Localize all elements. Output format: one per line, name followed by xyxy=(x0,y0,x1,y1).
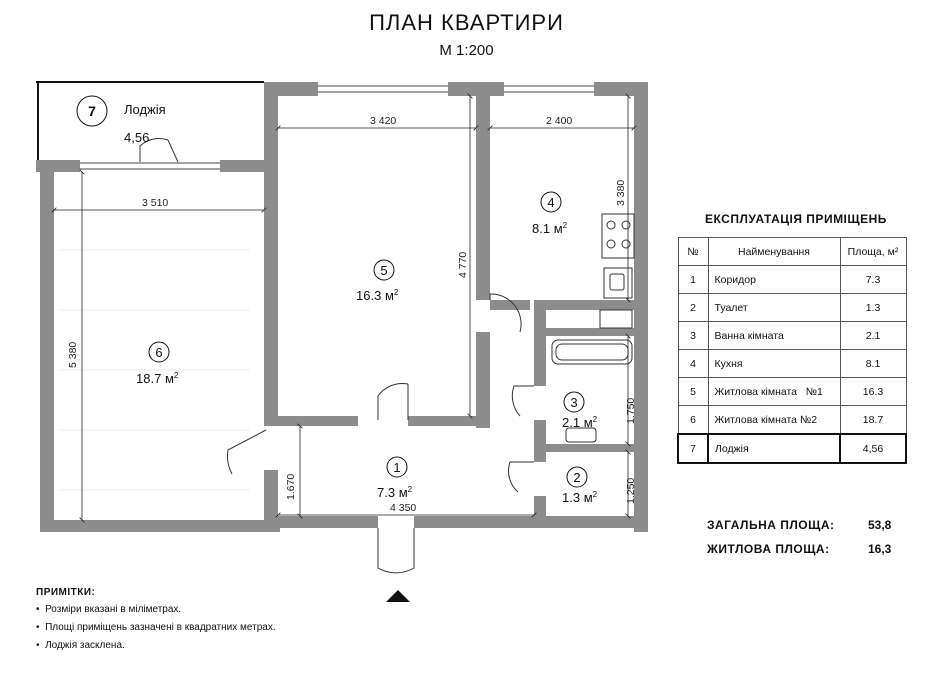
svg-text:18.7 м2: 18.7 м2 xyxy=(136,371,179,386)
room-7-number: 7 xyxy=(88,103,96,119)
dim-room4-depth: 3 380 xyxy=(615,180,627,206)
dimension-labels: 3 420 2 400 3 510 4 350 4 770 3 380 5 38… xyxy=(67,115,637,514)
room-5-marker xyxy=(373,259,395,281)
room-1-number: 1 xyxy=(393,460,400,475)
floor-hatch xyxy=(60,249,250,491)
total-area-label: ЗАГАЛЬНА ПЛОЩА: xyxy=(707,518,835,532)
living-area-value: 16,3 xyxy=(868,542,892,556)
room-3-number: 3 xyxy=(570,395,577,410)
living-area-label: ЖИТЛОВА ПЛОЩА: xyxy=(707,542,830,556)
dim-bath-depth: 1.750 xyxy=(625,398,637,424)
room-7-marker xyxy=(76,95,108,127)
room-4-number: 4 xyxy=(547,195,554,210)
room-numbers: 7 5 4 6 3 1 2 xyxy=(88,103,581,485)
note-item: • Розміри вказані в міліметрах. xyxy=(36,604,182,615)
room-6-number: 6 xyxy=(155,345,162,360)
doors xyxy=(139,138,534,574)
notes-title: ПРИМІТКИ: xyxy=(36,587,96,598)
note-item: • Площі приміщень зазначені в квадратних… xyxy=(36,622,276,633)
room-3-marker xyxy=(563,391,585,413)
svg-text:7.3 м2: 7.3 м2 xyxy=(377,485,413,500)
svg-text:1.3 м2: 1.3 м2 xyxy=(562,490,598,505)
explication-title: ЕКСПЛУАТАЦІЯ ПРИМІЩЕНЬ xyxy=(705,212,887,226)
room-markers xyxy=(76,95,588,488)
svg-text:16.3 м2: 16.3 м2 xyxy=(356,288,399,303)
room-2-number: 2 xyxy=(573,470,580,485)
dimension-lines xyxy=(54,96,634,520)
loggia-label: Лоджія xyxy=(124,102,166,117)
note-item: • Лоджія засклена. xyxy=(36,640,125,651)
svg-text:2.1 м2: 2.1 м2 xyxy=(562,415,598,430)
loggia-outline xyxy=(36,81,264,160)
dim-corridor-depth: 1.670 xyxy=(285,474,297,500)
room-areas: Лоджія 4,56 16.3 м2 8.1 м2 18.7 м2 2.1 м… xyxy=(124,102,598,505)
plan-title: ПЛАН КВАРТИРИ xyxy=(369,10,564,35)
entrance-arrow-icon xyxy=(386,590,410,602)
svg-text:8.1 м2: 8.1 м2 xyxy=(532,221,568,236)
dim-room4-width: 2 400 xyxy=(546,115,572,127)
total-area-value: 53,8 xyxy=(868,518,892,532)
dim-room5-depth: 4 770 xyxy=(457,252,469,278)
room-1-marker xyxy=(386,456,408,478)
room-4-marker xyxy=(540,191,562,213)
windows xyxy=(80,85,594,170)
dim-wc-depth: 1.250 xyxy=(625,478,637,504)
dim-corridor-width: 4 350 xyxy=(390,502,416,514)
notes: ПРИМІТКИ: • Розміри вказані в міліметрах… xyxy=(36,587,276,658)
plan-scale: М 1:200 xyxy=(439,42,494,59)
room-5-number: 5 xyxy=(380,263,387,278)
room-6-marker xyxy=(148,341,170,363)
fixtures xyxy=(551,213,635,443)
table-header-row: № Найменування Площа, м² xyxy=(677,237,907,266)
room-2-marker xyxy=(566,466,588,488)
dim-room6-width: 3 510 xyxy=(142,197,168,209)
walls xyxy=(36,82,648,532)
loggia-area: 4,56 xyxy=(124,130,149,145)
dim-room5-width: 3 420 xyxy=(370,115,396,127)
dim-room6-depth: 5 380 xyxy=(67,342,79,368)
